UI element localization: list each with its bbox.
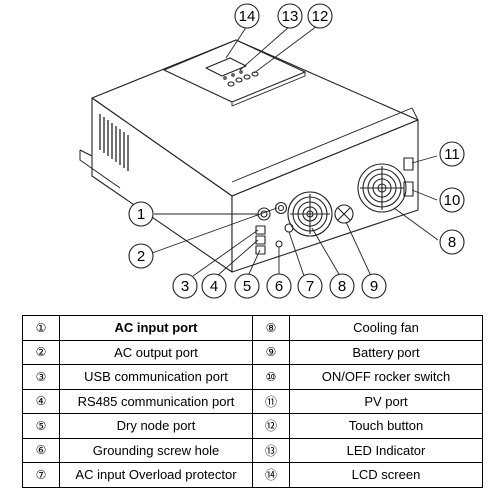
- callout-8-right: 8: [439, 229, 465, 255]
- svg-text:2: 2: [137, 248, 145, 265]
- svg-text:7: 7: [306, 278, 314, 295]
- dry-node-port: [255, 245, 266, 255]
- pv-port: [403, 157, 414, 171]
- legend-description: Dry node port: [59, 413, 253, 439]
- svg-text:8: 8: [338, 278, 346, 295]
- table-row: ⑦ AC input Overload protector ⑭ LCD scre…: [22, 462, 483, 488]
- callout-12: 12: [307, 3, 333, 29]
- table-row: ③ USB communication port ⑩ ON/OFF rocker…: [22, 364, 483, 390]
- table-row: ② AC output port ⑨ Battery port: [22, 339, 483, 365]
- legend-number: ①: [22, 315, 60, 341]
- legend-number: ⑭: [252, 462, 290, 488]
- legend-description: RS485 communication port: [59, 388, 253, 414]
- parts-legend-table: ① AC input port ⑧ Cooling fan ② AC outpu…: [22, 315, 483, 488]
- table-row: ④ RS485 communication port ⑪ PV port: [22, 388, 483, 414]
- led-indicators: [223, 70, 243, 80]
- legend-number: ⑥: [22, 437, 60, 463]
- svg-text:8: 8: [448, 234, 456, 251]
- lcd-screen: [205, 57, 247, 77]
- legend-number: ⑪: [252, 388, 290, 414]
- callout-7: 7: [297, 273, 323, 299]
- legend-description: AC input Overload protector: [59, 462, 253, 488]
- mounting-bracket: [79, 150, 121, 189]
- legend-description: AC output port: [59, 339, 253, 365]
- side-vents: [99, 114, 129, 171]
- inverter-diagram: 14 13 12 11 10 8 1 2: [79, 3, 465, 299]
- rs485-port: [255, 235, 266, 245]
- svg-text:4: 4: [210, 278, 218, 295]
- legend-number: ④: [22, 388, 60, 414]
- legend-number: ⑫: [252, 413, 290, 439]
- legend-number: ⑬: [252, 437, 290, 463]
- callout-6: 6: [266, 273, 292, 299]
- cooling-fan-right: [357, 163, 407, 213]
- on-off-rocker-switch: [403, 181, 414, 197]
- legend-number: ⑦: [22, 462, 60, 488]
- svg-text:3: 3: [181, 278, 189, 295]
- legend-description: Grounding screw hole: [59, 437, 253, 463]
- legend-number: ③: [22, 364, 60, 390]
- battery-port: [334, 204, 354, 224]
- legend-number: ⑩: [252, 364, 290, 390]
- legend-number: ⑨: [252, 339, 290, 365]
- inverter-front-face: [231, 119, 419, 273]
- svg-text:1: 1: [137, 206, 145, 223]
- legend-description: Touch button: [289, 413, 483, 439]
- table-row: ① AC input port ⑧ Cooling fan: [22, 315, 483, 341]
- callout-4: 4: [201, 273, 227, 299]
- callout-3: 3: [172, 273, 198, 299]
- legend-description: LCD screen: [289, 462, 483, 488]
- legend-description: Battery port: [289, 339, 483, 365]
- callout-8-bottom: 8: [329, 273, 355, 299]
- legend-number: ⑧: [252, 315, 290, 341]
- svg-text:11: 11: [444, 146, 460, 163]
- legend-description: USB communication port: [59, 364, 253, 390]
- cooling-fan-left: [287, 191, 333, 237]
- legend-number: ②: [22, 339, 60, 365]
- callout-9: 9: [361, 273, 387, 299]
- svg-text:10: 10: [444, 192, 461, 209]
- callout-1: 1: [128, 201, 154, 227]
- legend-description: AC input port: [59, 315, 253, 341]
- table-row: ⑥ Grounding screw hole ⑬ LED Indicator: [22, 437, 483, 463]
- svg-text:9: 9: [370, 278, 378, 295]
- legend-description: LED Indicator: [289, 437, 483, 463]
- svg-text:12: 12: [312, 8, 329, 25]
- ac-output-port: [274, 201, 288, 215]
- table-row: ⑤ Dry node port ⑫ Touch button: [22, 413, 483, 439]
- usb-port: [255, 225, 266, 235]
- callout-10: 10: [439, 187, 465, 213]
- svg-text:5: 5: [243, 278, 251, 295]
- callout-5: 5: [234, 273, 260, 299]
- legend-description: Cooling fan: [289, 315, 483, 341]
- callout-14: 14: [234, 3, 260, 29]
- legend-number: ⑤: [22, 413, 60, 439]
- svg-text:6: 6: [275, 278, 283, 295]
- leader-lines: [151, 25, 439, 277]
- svg-text:14: 14: [239, 8, 256, 25]
- legend-description: PV port: [289, 388, 483, 414]
- touch-buttons: [227, 71, 259, 87]
- legend-description: ON/OFF rocker switch: [289, 364, 483, 390]
- callout-11: 11: [439, 141, 465, 167]
- callout-2: 2: [128, 243, 154, 269]
- svg-text:13: 13: [282, 8, 299, 25]
- callout-13: 13: [277, 3, 303, 29]
